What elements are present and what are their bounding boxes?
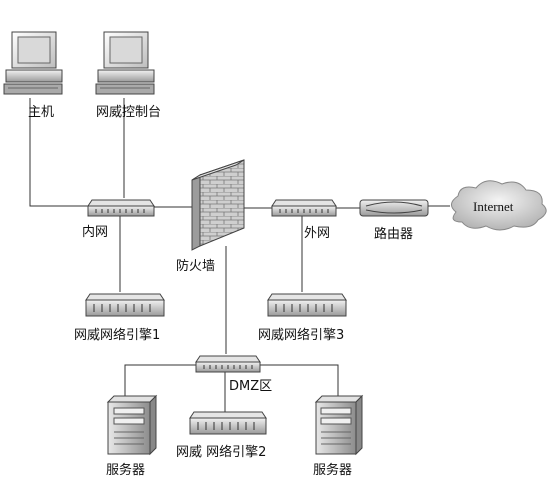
engine-1-label: 网威网络引擎1: [74, 327, 160, 343]
server-left-label: 服务器: [106, 462, 145, 478]
firewall-icon: [191, 159, 245, 251]
engine-2-label: 网威 网络引擎2: [176, 444, 266, 460]
dmz-hub-icon: [195, 355, 261, 373]
engine-3-label: 网威网络引擎3: [258, 327, 344, 343]
inner-net-label: 内网: [82, 224, 108, 240]
inner-hub-icon: [87, 199, 155, 217]
router-icon: [359, 199, 429, 217]
server-right-label: 服务器: [313, 462, 352, 478]
console-pc-label: 网威控制台: [96, 105, 161, 120]
host-pc-label: 主机: [28, 105, 54, 120]
console-pc-icon: [95, 31, 155, 95]
internet-cloud-icon: [451, 180, 547, 231]
engine-3-icon: [267, 293, 347, 317]
router-label: 路由器: [374, 226, 413, 242]
dmz-label: DMZ区: [229, 379, 272, 394]
engine-1-icon: [85, 293, 165, 317]
outer-net-label: 外网: [304, 226, 330, 241]
host-pc-icon: [3, 31, 63, 95]
engine-2-icon: [189, 411, 267, 435]
internet-label: Internet: [473, 199, 514, 214]
server-right-icon: [314, 394, 364, 456]
firewall-label: 防火墙: [176, 258, 215, 274]
server-left-icon: [106, 394, 158, 456]
connection-lines: [29, 98, 450, 412]
outer-hub-icon: [271, 199, 337, 217]
